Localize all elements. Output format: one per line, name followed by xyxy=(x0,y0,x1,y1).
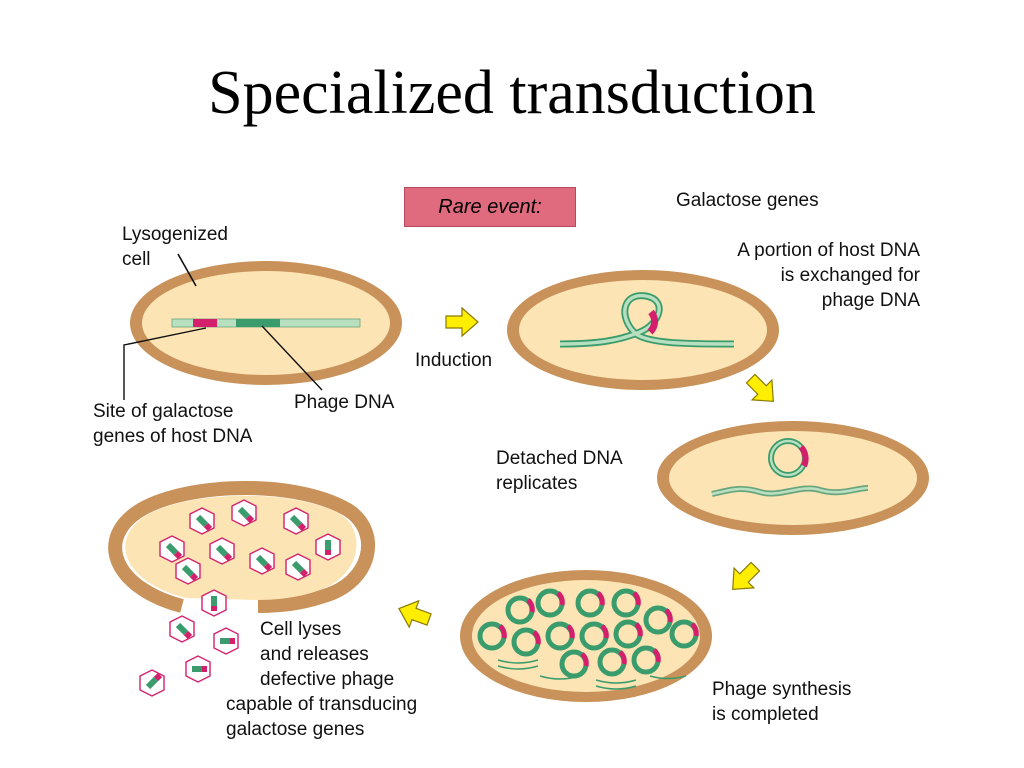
lysogenized-cell-label: Lysogenized cell xyxy=(122,224,228,270)
induction-label: Induction xyxy=(415,350,493,371)
detached-dna-label: Detached DNA replicates xyxy=(496,448,623,494)
site-of-galactose-label: Site of galactose genes of host DNA xyxy=(93,401,253,447)
phage-dna-label: Phage DNA xyxy=(294,392,395,413)
lysogenized-cell xyxy=(123,253,402,400)
page-title: Specialized transduction xyxy=(208,59,816,127)
portion-exchanged-label: A portion of host DNA is exchanged for p… xyxy=(737,240,920,311)
galactose-genes-label: Galactose genes xyxy=(676,190,819,211)
lysing-cell xyxy=(108,480,376,697)
detached-dna-cell xyxy=(657,421,929,535)
arrow-to-lysis xyxy=(393,594,435,634)
cell-lyses-label: Cell lyses and releases defective phage … xyxy=(226,619,418,740)
phage-synthesis-cell xyxy=(460,570,712,702)
arrow-to-synthesis xyxy=(722,556,766,600)
rare-event-badge: Rare event: xyxy=(404,187,576,227)
phage-synthesis-label: Phage synthesis is completed xyxy=(712,679,852,725)
arrow-to-detached xyxy=(740,368,784,412)
induction-arrow xyxy=(445,307,479,337)
exchange-cell xyxy=(507,270,779,390)
